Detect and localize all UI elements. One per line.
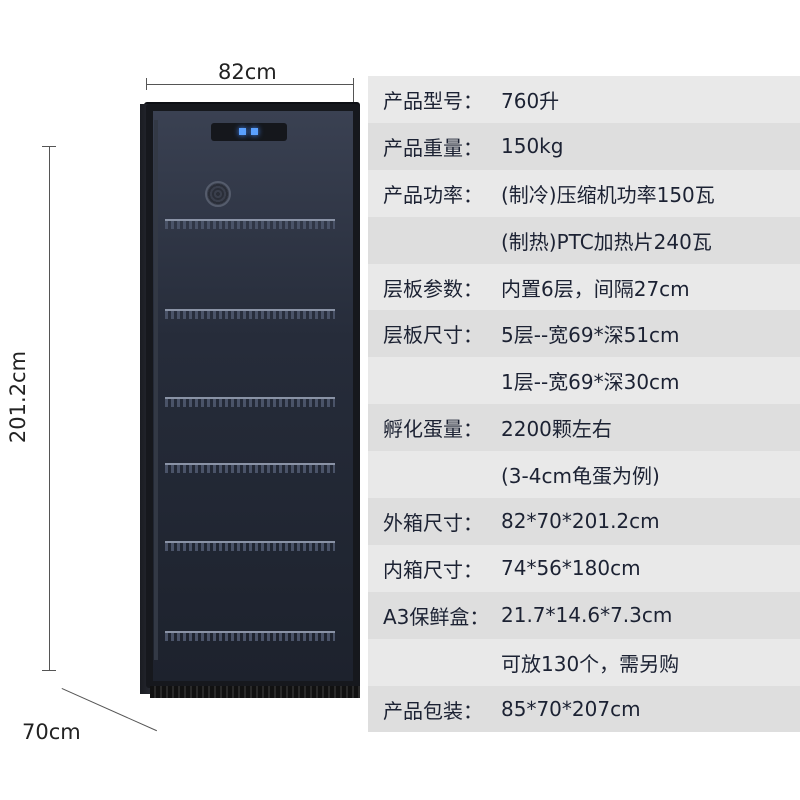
spec-value: 85*70*207cm xyxy=(501,697,641,722)
spec-value: 82*70*201.2cm xyxy=(501,509,660,534)
display-led xyxy=(239,128,246,135)
spec-row: 可放130个，需另购 xyxy=(368,638,800,686)
spec-value: 可放130个，需另购 xyxy=(501,651,680,676)
width-tick-left xyxy=(146,78,147,90)
spec-label: A3保鲜盒： xyxy=(383,604,490,629)
height-label: 201.2cm xyxy=(6,350,31,444)
width-tick-right xyxy=(353,78,354,112)
shelf xyxy=(165,219,335,229)
spec-row: 1层--宽69*深30cm xyxy=(368,357,800,405)
spec-value: 1层--宽69*深30cm xyxy=(501,370,680,395)
spec-label: 孵化蛋量： xyxy=(383,417,483,442)
spec-label: 产品包装： xyxy=(383,698,483,723)
spec-row: 外箱尺寸： 82*70*201.2cm xyxy=(368,498,800,545)
spec-label: 产品重量： xyxy=(383,135,483,160)
spec-label: 内箱尺寸： xyxy=(383,557,483,582)
fridge-vent xyxy=(150,686,360,698)
spec-label: 外箱尺寸： xyxy=(383,510,483,535)
spec-value: 5层--宽69*深51cm xyxy=(501,323,680,348)
spec-table: 产品型号： 760升产品重量： 150kg 产品功率： (制冷)压缩机功率150瓦 (制热… xyxy=(368,76,800,733)
spec-label: 产品功率： xyxy=(383,182,483,207)
spec-row: 层板参数： 内置6层，间隔27cm xyxy=(368,263,800,311)
shelf xyxy=(165,631,335,641)
spec-row: 产品包装： 85*70*207cm xyxy=(368,685,800,733)
spec-value: 150kg xyxy=(501,134,564,159)
width-label: 82cm xyxy=(218,60,277,84)
spec-row: 产品重量： 150kg xyxy=(368,122,800,170)
spec-row: 层板尺寸： 5层--宽69*深51cm xyxy=(368,310,800,358)
spec-row: 产品功率： (制冷)压缩机功率150瓦 xyxy=(368,169,800,217)
width-line xyxy=(146,84,354,85)
spec-value: 760升 xyxy=(501,88,560,113)
spec-row: 内箱尺寸： 74*56*180cm xyxy=(368,544,800,592)
spec-row: 孵化蛋量： 2200颗左右 xyxy=(368,404,800,452)
height-tick-bottom xyxy=(42,670,56,671)
spec-value: (3-4cm龟蛋为例) xyxy=(501,464,660,489)
spec-value: (制冷)压缩机功率150瓦 xyxy=(501,182,715,207)
height-tick-top xyxy=(42,146,56,147)
spec-row: A3保鲜盒： 21.7*14.6*7.3cm xyxy=(368,591,800,639)
spec-label: 层板参数： xyxy=(383,276,483,301)
spec-value: 内置6层，间隔27cm xyxy=(501,276,690,301)
spec-value: 74*56*180cm xyxy=(501,556,641,581)
spec-label: 层板尺寸： xyxy=(383,323,483,348)
fan-icon xyxy=(205,181,231,207)
shelf xyxy=(165,463,335,473)
spec-value: 2200颗左右 xyxy=(501,417,612,442)
spec-row: (制热)PTC加热片240瓦 xyxy=(368,216,800,264)
display-led xyxy=(251,128,258,135)
shelf xyxy=(165,541,335,551)
spec-row: (3-4cm龟蛋为例) xyxy=(368,451,800,499)
spec-value: 21.7*14.6*7.3cm xyxy=(501,603,673,628)
spec-label: 产品型号： xyxy=(383,88,483,113)
control-panel xyxy=(211,123,287,141)
depth-label: 70cm xyxy=(22,720,81,744)
door-handle xyxy=(154,120,158,660)
spec-row: 产品型号： 760升 xyxy=(368,76,800,123)
fridge-glass-door xyxy=(146,104,360,688)
spec-value: (制热)PTC加热片240瓦 xyxy=(501,229,712,254)
shelf xyxy=(165,309,335,319)
shelf xyxy=(165,397,335,407)
height-line xyxy=(49,146,50,670)
